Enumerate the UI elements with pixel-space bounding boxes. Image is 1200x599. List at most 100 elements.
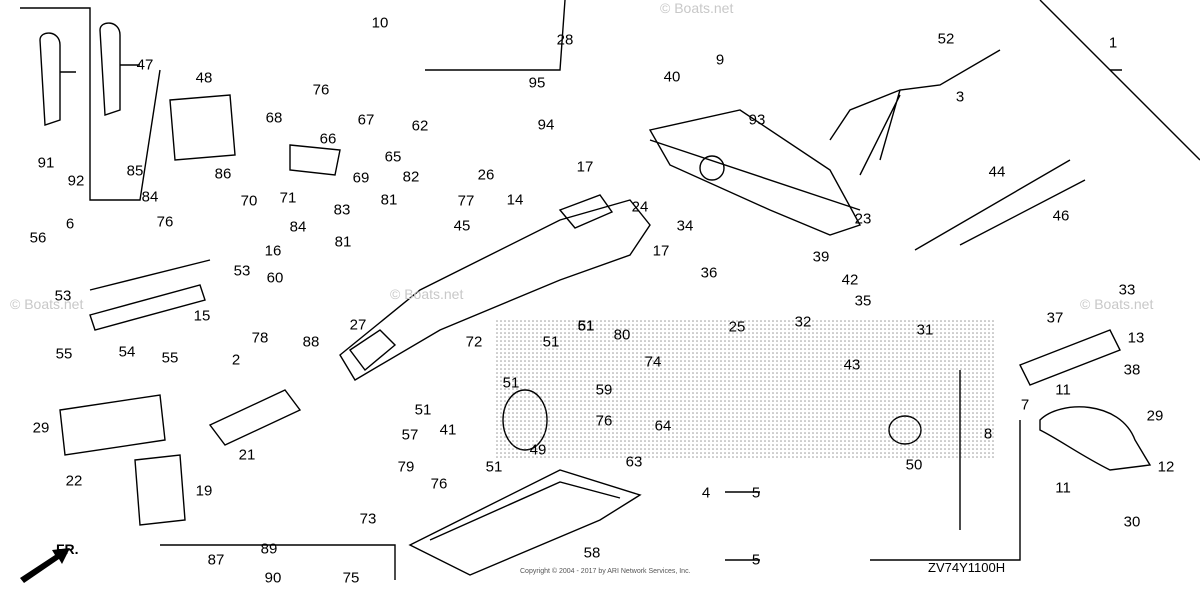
callout-42: 42 xyxy=(841,271,859,289)
callout-52: 52 xyxy=(937,30,955,48)
callout-28: 28 xyxy=(556,31,574,49)
callout-5a: 5 xyxy=(751,484,761,502)
callout-79: 79 xyxy=(397,458,415,476)
callout-35: 35 xyxy=(854,292,872,310)
callout-77: 77 xyxy=(457,192,475,210)
callout-51a: 51 xyxy=(502,374,520,392)
front-label: FR. xyxy=(56,541,79,557)
callout-86: 86 xyxy=(214,165,232,183)
callout-16: 16 xyxy=(264,242,282,260)
callout-73: 73 xyxy=(359,510,377,528)
callout-81a: 81 xyxy=(380,191,398,209)
callout-23: 23 xyxy=(854,210,872,228)
callout-22: 22 xyxy=(65,472,83,490)
callout-58: 58 xyxy=(583,544,601,562)
callout-6: 6 xyxy=(65,215,75,233)
watermark-right: © Boats.net xyxy=(1080,296,1154,312)
callout-69: 69 xyxy=(352,169,370,187)
callout-29a: 29 xyxy=(32,419,50,437)
callout-40: 40 xyxy=(663,68,681,86)
callout-27: 27 xyxy=(349,316,367,334)
callout-15: 15 xyxy=(193,307,211,325)
callout-93: 93 xyxy=(748,111,766,129)
watermark-top: © Boats.net xyxy=(660,0,734,16)
callout-41: 41 xyxy=(439,421,457,439)
callout-76a: 76 xyxy=(312,81,330,99)
callout-37: 37 xyxy=(1046,309,1064,327)
callout-75: 75 xyxy=(342,569,360,587)
callout-74: 74 xyxy=(644,353,662,371)
callout-54: 54 xyxy=(118,343,136,361)
callout-2: 2 xyxy=(231,351,241,369)
callout-38: 38 xyxy=(1123,361,1141,379)
callout-19: 19 xyxy=(195,482,213,500)
callout-10: 10 xyxy=(371,14,389,32)
copyright-note: Copyright © 2004 - 2017 by ARI Network S… xyxy=(520,568,691,575)
callout-62: 62 xyxy=(411,117,429,135)
callout-44: 44 xyxy=(988,163,1006,181)
callout-83: 83 xyxy=(333,201,351,219)
callout-36: 36 xyxy=(700,264,718,282)
callout-49: 49 xyxy=(529,441,547,459)
callout-53b: 53 xyxy=(54,287,72,305)
callout-51d: 51 xyxy=(577,317,595,335)
callout-1: 1 xyxy=(1108,34,1118,52)
callout-71: 71 xyxy=(279,189,297,207)
callout-56: 56 xyxy=(29,229,47,247)
callout-57: 57 xyxy=(401,426,419,444)
callout-32: 32 xyxy=(794,313,812,331)
callout-64: 64 xyxy=(654,417,672,435)
callout-51b: 51 xyxy=(414,401,432,419)
callout-26: 26 xyxy=(477,166,495,184)
callout-17b: 17 xyxy=(652,242,670,260)
callout-21: 21 xyxy=(238,446,256,464)
callout-63: 63 xyxy=(625,453,643,471)
callout-80: 80 xyxy=(613,326,631,344)
callout-33: 33 xyxy=(1118,281,1136,299)
callout-11a: 11 xyxy=(1055,381,1071,399)
callout-76c: 76 xyxy=(595,412,613,430)
callout-85: 85 xyxy=(126,162,144,180)
callout-91: 91 xyxy=(37,154,55,172)
callout-72: 72 xyxy=(465,333,483,351)
callout-67: 67 xyxy=(357,111,375,129)
callout-55a: 55 xyxy=(55,345,73,363)
callout-13: 13 xyxy=(1127,329,1145,347)
callout-11b: 11 xyxy=(1055,479,1071,497)
callout-9: 9 xyxy=(715,51,725,69)
callout-78: 78 xyxy=(251,329,269,347)
callout-82: 82 xyxy=(402,168,420,186)
callout-55b: 55 xyxy=(161,349,179,367)
callout-68: 68 xyxy=(265,109,283,127)
callout-24: 24 xyxy=(631,198,649,216)
callout-61: 61 xyxy=(577,317,595,335)
callout-14: 14 xyxy=(506,191,524,209)
front-arrow-icon xyxy=(20,548,70,583)
callout-94: 94 xyxy=(537,116,555,134)
callout-46: 46 xyxy=(1052,207,1070,225)
watermark-center: © Boats.net xyxy=(390,286,464,302)
callout-66: 66 xyxy=(319,130,337,148)
callout-65: 65 xyxy=(384,148,402,166)
callout-89: 89 xyxy=(260,540,278,558)
callout-39: 39 xyxy=(812,248,830,266)
callout-30: 30 xyxy=(1123,513,1141,531)
callout-84b: 84 xyxy=(141,188,159,206)
callout-88: 88 xyxy=(302,333,320,351)
callout-59: 59 xyxy=(595,381,613,399)
callout-5b: 5 xyxy=(751,551,761,569)
callout-95: 95 xyxy=(528,74,546,92)
callout-76b: 76 xyxy=(156,213,174,231)
callout-51c: 51 xyxy=(485,458,503,476)
callout-51e: 51 xyxy=(542,333,560,351)
callout-4: 4 xyxy=(701,484,711,502)
callout-90: 90 xyxy=(264,569,282,587)
callout-31: 31 xyxy=(916,321,934,339)
callout-17a: 17 xyxy=(576,158,594,176)
watermark-left: © Boats.net xyxy=(10,296,84,312)
callout-50: 50 xyxy=(905,456,923,474)
callout-25: 25 xyxy=(728,318,746,336)
callout-12: 12 xyxy=(1157,458,1175,476)
callout-48: 48 xyxy=(195,69,213,87)
